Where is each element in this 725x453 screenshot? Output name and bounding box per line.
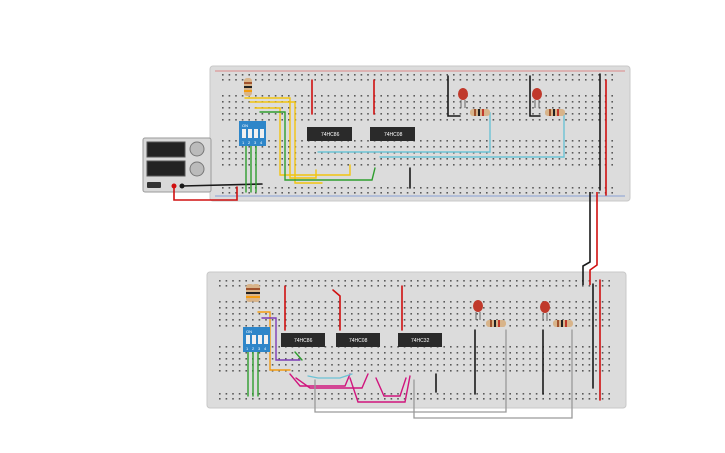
- resistor-icon[interactable]: [244, 78, 252, 96]
- dip-switch-top[interactable]: ON 1 2 3 4: [239, 121, 266, 146]
- wire-green[interactable]: [259, 111, 376, 181]
- resistor-icon[interactable]: [553, 320, 573, 327]
- wire-yellow[interactable]: [249, 101, 323, 184]
- chip-label: 74HC86: [294, 338, 313, 344]
- ic-chip[interactable]: 74HC86: [281, 333, 325, 347]
- dip-position-label: 1: [246, 346, 249, 351]
- dip-switch-bottom[interactable]: ON 1 2 3 4: [243, 327, 270, 352]
- ic-chip[interactable]: 74HC08: [336, 333, 380, 347]
- ic-chips[interactable]: 74HC86 74HC08 74HC86 74HC08 74HC32: [281, 127, 442, 347]
- led-icon[interactable]: [473, 300, 483, 320]
- wire-black[interactable]: [529, 75, 541, 117]
- wire-purple[interactable]: [261, 317, 301, 361]
- dip-position-label: 2: [252, 346, 255, 351]
- wire-gray[interactable]: [413, 329, 573, 419]
- resistors[interactable]: [244, 78, 573, 327]
- wire-black[interactable]: [181, 183, 263, 187]
- wire-black[interactable]: [582, 192, 591, 285]
- dip-position-label: 4: [264, 346, 267, 351]
- dip-position-label: 3: [258, 346, 261, 351]
- wire-gray[interactable]: [314, 329, 507, 413]
- dip-position-label: 4: [260, 140, 263, 145]
- breadboard-top[interactable]: [209, 65, 631, 202]
- power-supply-icon[interactable]: [142, 137, 212, 193]
- leds[interactable]: [458, 88, 550, 321]
- dip-on-label: ON: [246, 329, 252, 334]
- ic-chip[interactable]: 74HC32: [398, 333, 442, 347]
- dip-position-label: 2: [248, 140, 251, 145]
- wires-bottom[interactable]: [247, 279, 601, 419]
- wire-yellow[interactable]: [254, 107, 351, 176]
- wire-green[interactable]: [294, 351, 303, 361]
- resistor-icon[interactable]: [470, 109, 490, 116]
- wire-cyan[interactable]: [307, 373, 353, 379]
- dip-position-label: 3: [254, 140, 257, 145]
- wire-red[interactable]: [332, 289, 341, 331]
- wire-magenta[interactable]: [295, 373, 369, 389]
- wire-red[interactable]: [589, 192, 598, 285]
- ic-chip[interactable]: 74HC08: [370, 127, 415, 141]
- chip-label: 74HC32: [411, 338, 430, 344]
- led-icon[interactable]: [458, 88, 468, 108]
- led-icon[interactable]: [540, 301, 550, 321]
- resistor-icon[interactable]: [545, 109, 565, 116]
- chip-label: 74HC08: [349, 338, 368, 344]
- chip-label: 74HC08: [384, 132, 403, 138]
- wire-red[interactable]: [173, 186, 238, 201]
- wires-interboard[interactable]: [582, 192, 598, 285]
- resistor-icon[interactable]: [486, 320, 506, 327]
- wire-magenta[interactable]: [375, 377, 407, 397]
- wire-black[interactable]: [447, 75, 461, 117]
- breadboard-holes: [219, 280, 610, 400]
- dip-on-label: ON: [242, 123, 248, 128]
- wire-magenta[interactable]: [289, 373, 351, 387]
- wire-magenta[interactable]: [349, 375, 411, 403]
- ic-chip[interactable]: 74HC86: [307, 127, 352, 141]
- dip-position-label: 1: [242, 140, 245, 145]
- chip-label: 74HC86: [321, 132, 340, 138]
- resistor-icon[interactable]: [252, 284, 260, 302]
- led-icon[interactable]: [532, 88, 542, 108]
